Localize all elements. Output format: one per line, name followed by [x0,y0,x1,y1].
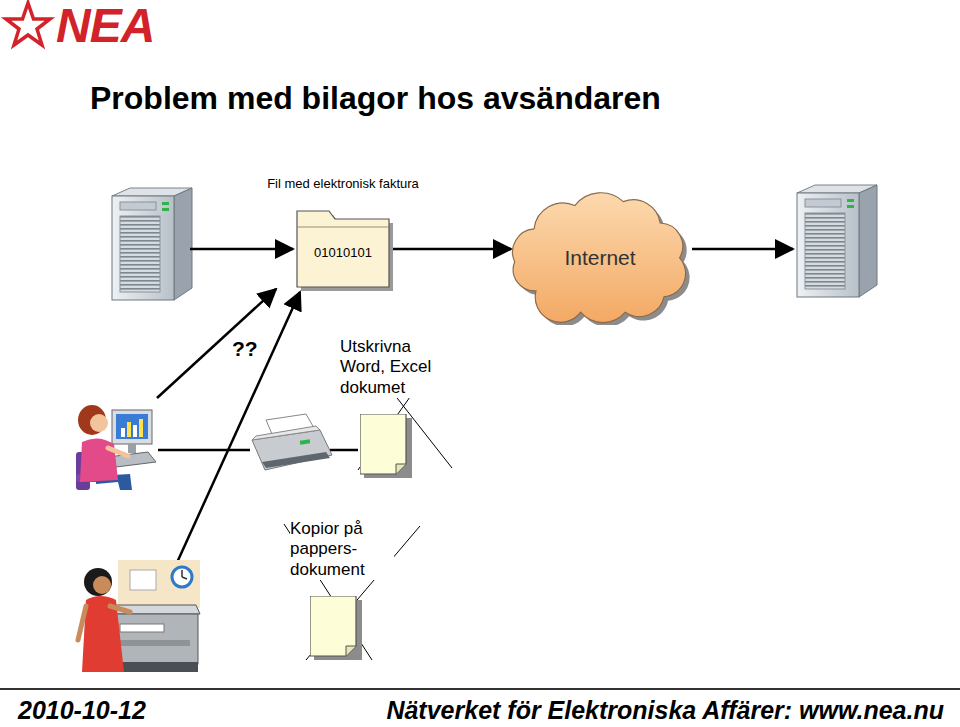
doc-caption: Kopior på pappers- dokument [290,519,394,580]
shape-line [158,449,250,452]
doc-node: Kopior på pappers- dokument [290,519,394,656]
doc-node: Utskrivna Word, Excel dokumet [340,337,458,474]
folder-text: 01010101 [297,211,389,260]
shape-rect [139,419,143,437]
shape-path [360,414,406,474]
shape-path [346,646,356,656]
shape-rect [120,624,164,632]
shape-path [310,596,356,656]
wires [157,249,793,578]
cloud-text: Internet [564,246,635,270]
server-right [797,185,877,297]
shape-rect [116,414,148,439]
folder-shape: 01010101 [297,211,389,287]
shape-line [692,248,793,251]
document-shape [360,414,408,474]
shape-path [396,464,406,474]
doc-caption: Utskrivna Word, Excel dokumet [340,337,458,398]
document-outline [360,414,414,480]
shape-circle [172,567,192,587]
shape-path [513,193,686,323]
shape-rect [128,444,136,453]
shape-path [297,227,389,228]
shape-polygon [252,426,320,440]
shape-path [110,606,130,612]
shape-rect [118,560,200,608]
folder-node: Fil med elektronisk faktura 01010101 [238,176,448,287]
shape-rect [112,410,152,444]
server-left [112,188,192,300]
footer-rule [0,688,960,690]
shape-path [78,606,86,640]
slide-title: Problem med bilagor hos avsändaren [90,80,661,117]
cloud-node: Internet [505,190,695,325]
shape-rect [110,614,198,664]
shape-path [182,570,187,579]
shape-rect [121,428,125,437]
footer-text: Nätverket för Elektroniska Affärer: www.… [386,697,944,725]
woman-at-copier [78,560,200,672]
logo-text: NEA [56,0,154,53]
folder-heading: Fil med elektronisk faktura [238,176,448,191]
woman-at-computer [76,405,156,490]
shape-line [330,449,358,452]
printer [252,414,332,470]
shape-path [80,438,118,482]
shape-rect [130,570,156,590]
shape-rect [133,425,137,437]
arrow-connector [389,248,511,251]
shape-path [297,211,389,287]
document-outline [310,596,364,662]
shape-line [190,248,293,251]
shape-ellipse [84,568,112,596]
cloud-shape: Internet [505,190,695,325]
document-shape [310,596,358,656]
shape-rect [120,640,190,646]
shape-rect [300,439,310,444]
shape-polygon [262,452,330,468]
shape-path [108,448,128,456]
logo-star [6,3,50,45]
footer-date: 2010-10-12 [18,697,146,725]
shape-polygon [108,605,200,614]
question-mark: ?? [232,337,258,360]
shape-circle [93,576,111,594]
shape-rect [127,422,131,437]
shape-circle [90,414,108,432]
